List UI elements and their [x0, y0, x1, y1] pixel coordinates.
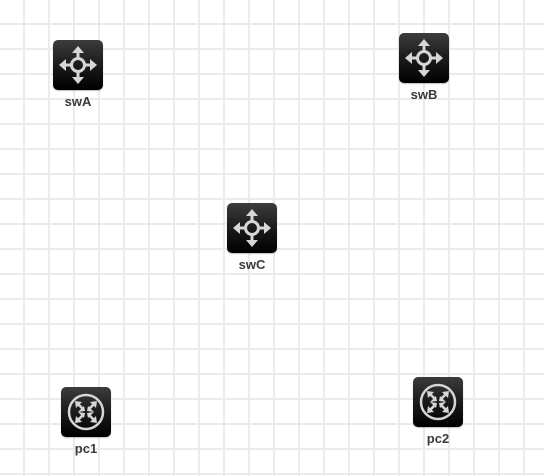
router-icon[interactable]	[61, 387, 111, 437]
switch-icon[interactable]	[227, 203, 277, 253]
node-pc2[interactable]: pc2	[403, 377, 473, 446]
node-label: pc2	[426, 431, 450, 446]
node-pc1[interactable]: pc1	[51, 387, 121, 456]
node-label: pc1	[74, 441, 98, 456]
node-label: swA	[64, 94, 92, 109]
node-label: swB	[410, 87, 438, 102]
router-icon[interactable]	[413, 377, 463, 427]
node-swA[interactable]: swA	[43, 40, 113, 109]
node-label: swC	[238, 257, 266, 272]
node-swB[interactable]: swB	[389, 33, 459, 102]
switch-icon[interactable]	[53, 40, 103, 90]
node-swC[interactable]: swC	[217, 203, 287, 272]
switch-icon[interactable]	[399, 33, 449, 83]
